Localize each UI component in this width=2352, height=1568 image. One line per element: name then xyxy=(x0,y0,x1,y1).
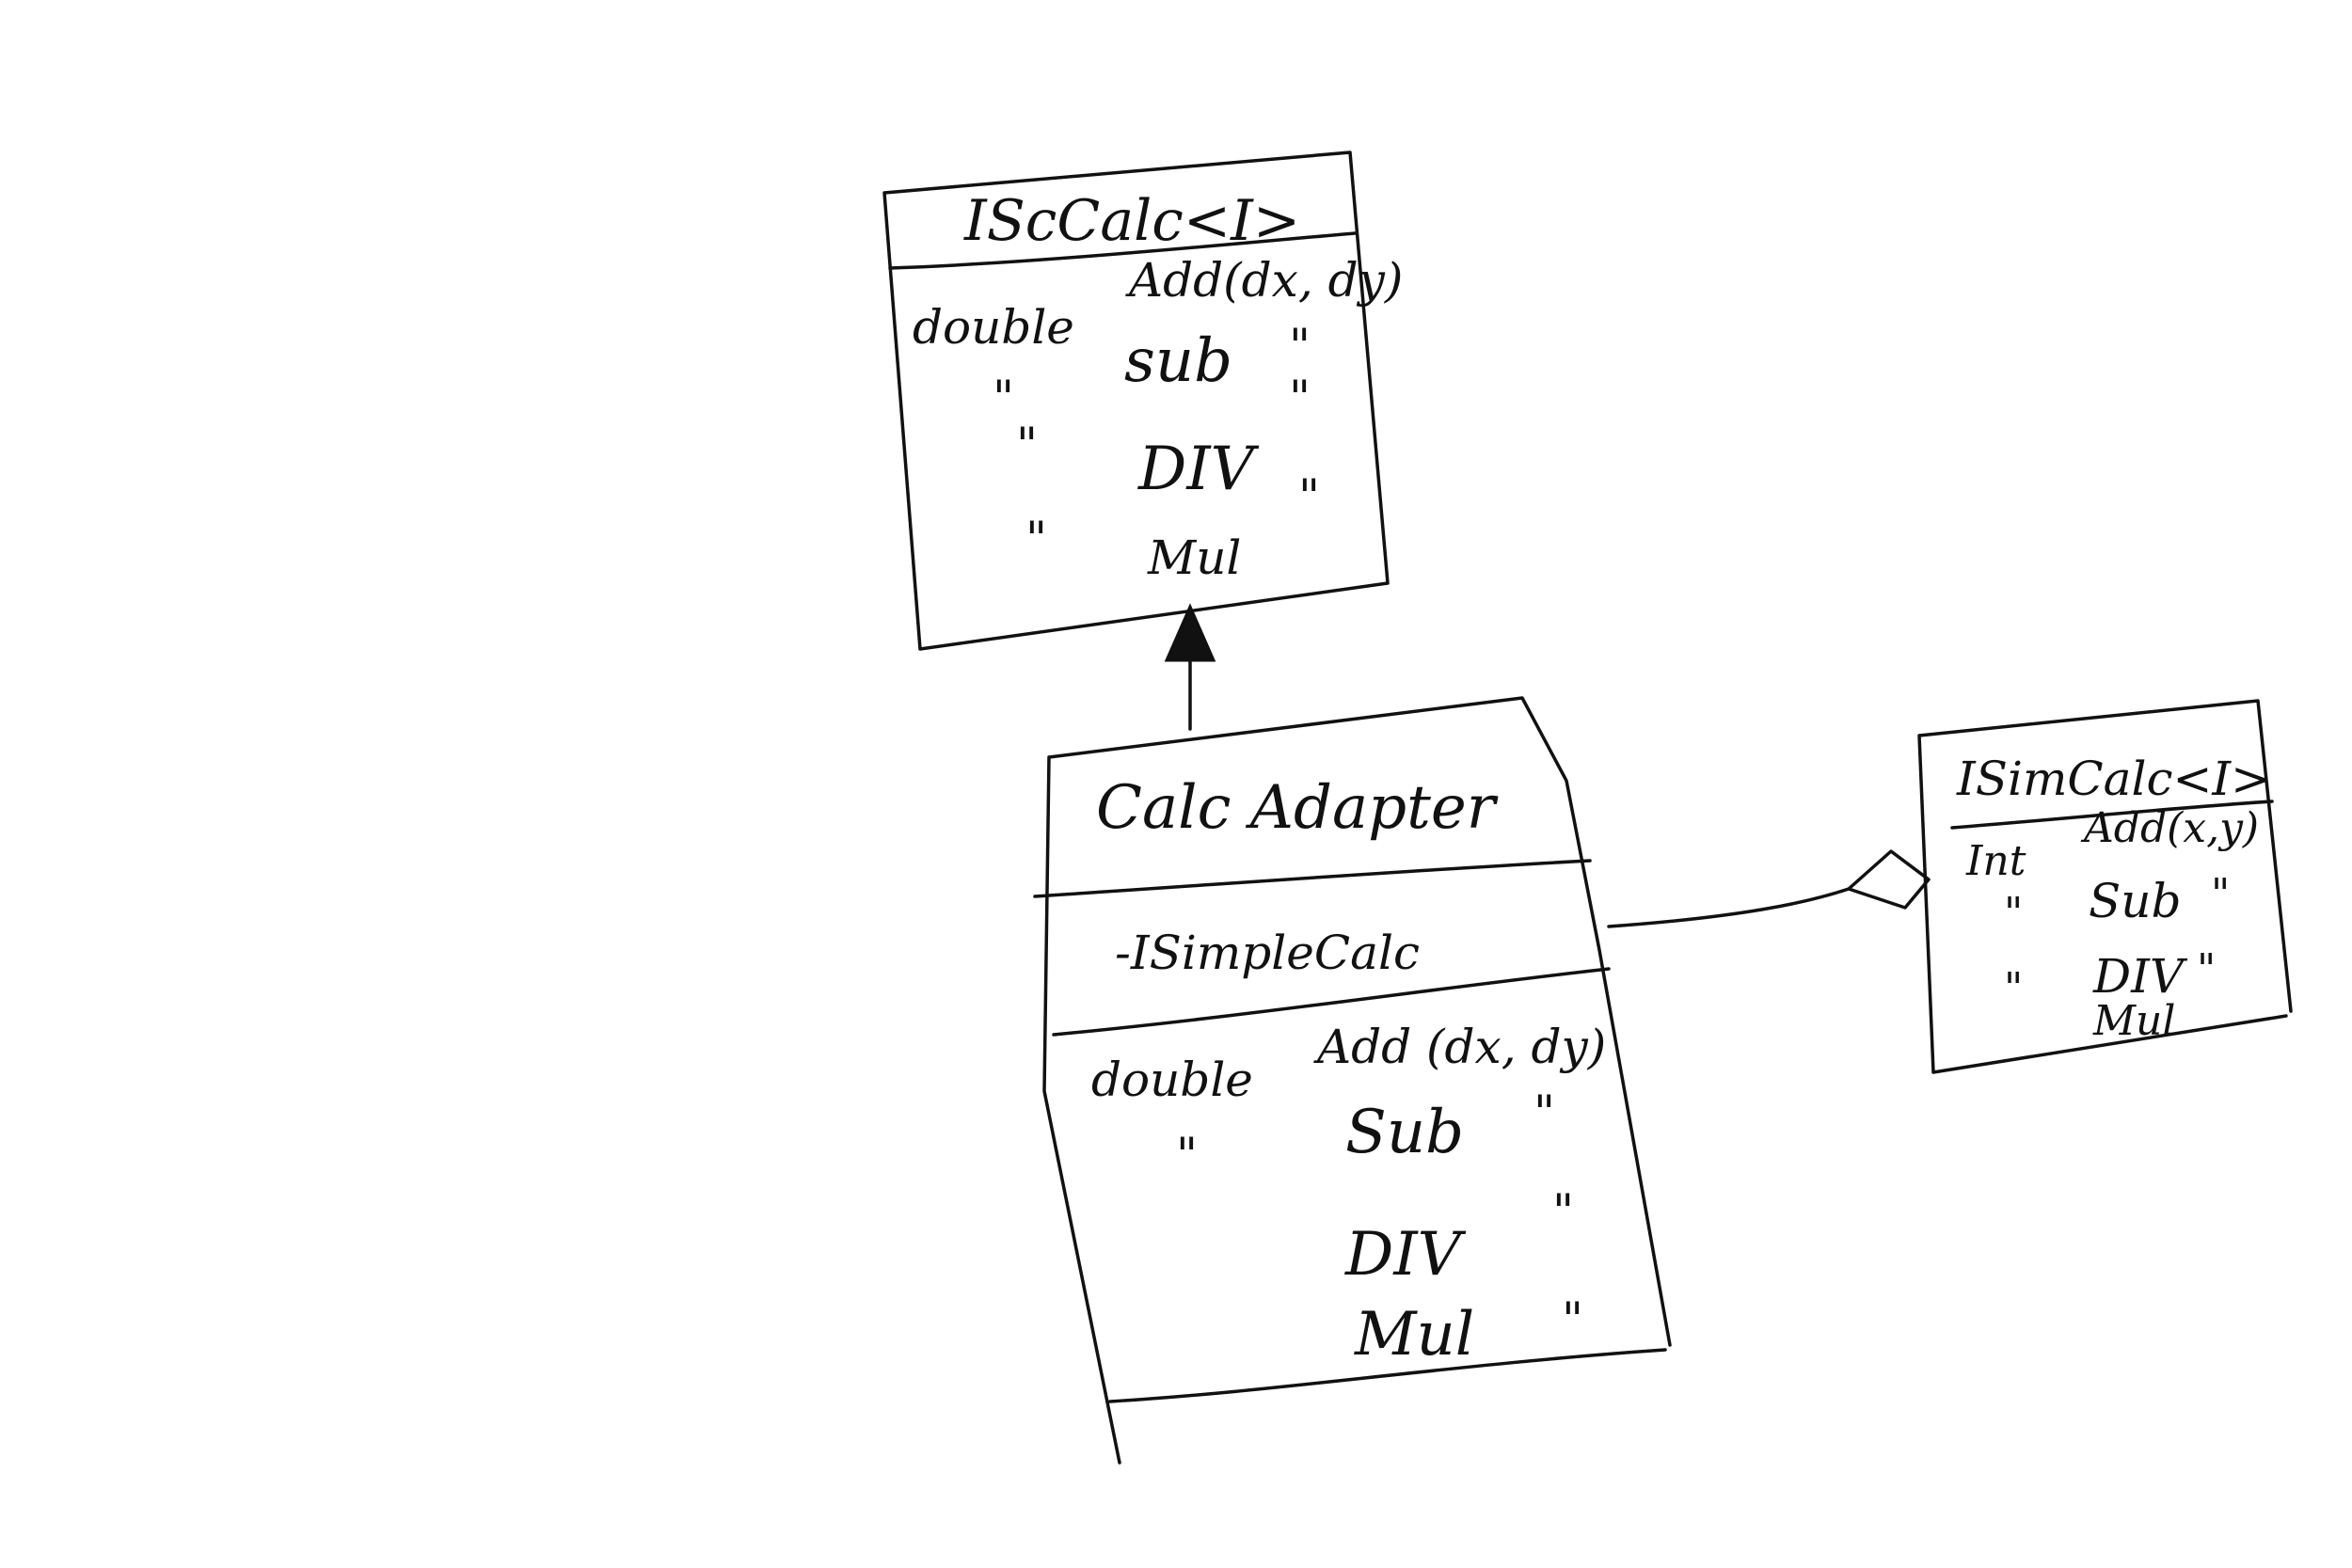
iscalc-row4-params: " xyxy=(1298,469,1320,524)
adapter-row2-params: " xyxy=(1534,1085,1555,1140)
adapter-row4-params: " xyxy=(1562,1292,1583,1347)
adapter-row3-params: " xyxy=(1552,1184,1574,1239)
isimcalc-title-divider xyxy=(1950,800,2274,830)
adapter-row2-method: Sub xyxy=(1345,1098,1464,1167)
adapter-field: -ISimpleCalc xyxy=(1115,926,1420,980)
adapter-field-divider xyxy=(1052,967,1611,1037)
adapter-row1-method: Add (dx, dy) xyxy=(1313,1020,1606,1074)
isimcalc-row1-type: Int xyxy=(1965,837,2026,885)
isimcalc-title: ISimCalc<I> xyxy=(1956,752,2270,806)
isimcalc-row2-method: Sub xyxy=(2089,874,2181,928)
adapter-box-outline xyxy=(1042,696,1672,1465)
isimcalc-box-outline xyxy=(1917,699,2293,1074)
iscalc-row1-type: double xyxy=(913,300,1074,355)
adapter-row4-method: Mul xyxy=(1354,1300,1474,1370)
isimcalc-row1-method: Add(x,y) xyxy=(2080,804,2259,852)
isimcalc-row2-type: " xyxy=(2004,889,2023,937)
isimcalc-row4-method: Mul xyxy=(2092,997,2175,1045)
iscalc-box-outline xyxy=(882,150,1390,651)
isimcalc-class-box[interactable]: ISimCalc<I> Int Add(x,y) " Sub " " DIV "… xyxy=(1917,699,2293,1074)
adapter-title-divider xyxy=(1033,859,1592,898)
adapter-title: Calc Adapter xyxy=(1096,773,1499,843)
inheritance-arrow xyxy=(1164,603,1216,731)
adapter-row3-method: DIV xyxy=(1344,1220,1467,1290)
iscalc-title-divider xyxy=(888,231,1357,270)
isimcalc-row3-params: " xyxy=(2197,945,2216,993)
aggregation-diamond xyxy=(1847,849,1931,910)
iscalc-row4-type: " xyxy=(1025,512,1047,566)
iscalc-row2-method: sub xyxy=(1124,326,1232,396)
adapter-row2-type: " xyxy=(1176,1128,1198,1182)
iscalc-row3-params: " xyxy=(1289,371,1311,425)
iscalc-row3-method: DIV xyxy=(1137,435,1260,504)
aggregation-connector xyxy=(1607,849,1931,928)
adapter-row1-type: double xyxy=(1091,1053,1253,1107)
iscalc-row2-type: " xyxy=(993,371,1014,425)
iscalc-row4-method: Mul xyxy=(1147,531,1241,585)
iscalc-class-box[interactable]: IScCalc<I> double Add(dx, dy) " sub " " … xyxy=(882,150,1403,651)
isimcalc-row3-type: " xyxy=(2004,964,2023,1012)
inheritance-arrow-head xyxy=(1164,603,1216,662)
aggregation-line xyxy=(1607,887,1851,928)
iscalc-row1-method: Add(dx, dy) xyxy=(1125,253,1403,308)
iscalc-row3-type: " xyxy=(1016,418,1038,472)
isimcalc-row3-method: DIV xyxy=(2092,949,2188,1004)
adapter-bottom-edge xyxy=(1108,1348,1667,1403)
iscalc-row2-params: " xyxy=(1289,319,1311,373)
iscalc-title: IScCalc<I> xyxy=(963,188,1300,254)
isimcalc-row2-params: " xyxy=(2211,870,2230,918)
calc-adapter-class-box[interactable]: Calc Adapter -ISimpleCalc double Add (dx… xyxy=(1033,696,1672,1465)
